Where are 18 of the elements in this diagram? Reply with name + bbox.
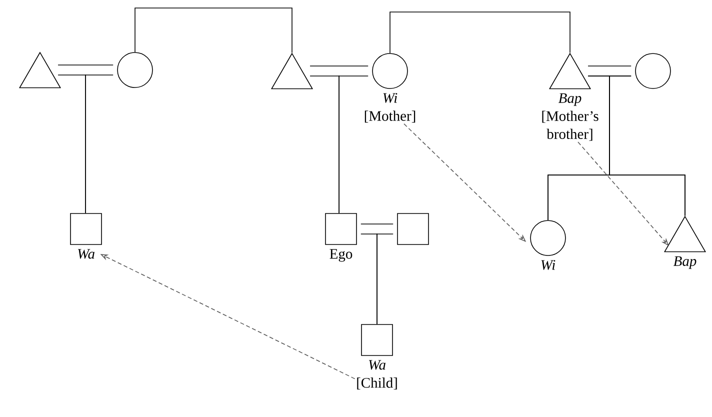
sibling-line [134,8,292,54]
descent-line [376,234,394,324]
kin-term-label: Wi [541,260,556,270]
kin-term-label: Wa [Child] [357,360,397,390]
kin-term-label: Wi [Mother] [364,93,416,123]
descent-line [338,76,368,214]
square-symbol [397,213,429,245]
dashed-arrow [578,142,669,246]
descent-line [85,74,114,214]
kin-term-label: Bap [673,256,696,269]
kin-term-label: Bap [Mother’s brother] [542,93,598,141]
circle-symbol [117,52,153,88]
kin-term-label: Wa [78,249,94,259]
descent-line [609,76,686,216]
sibling-line [390,12,570,54]
marriage-line [58,64,114,66]
kin-term-label: Ego [330,249,352,262]
circle-symbol [635,53,671,89]
